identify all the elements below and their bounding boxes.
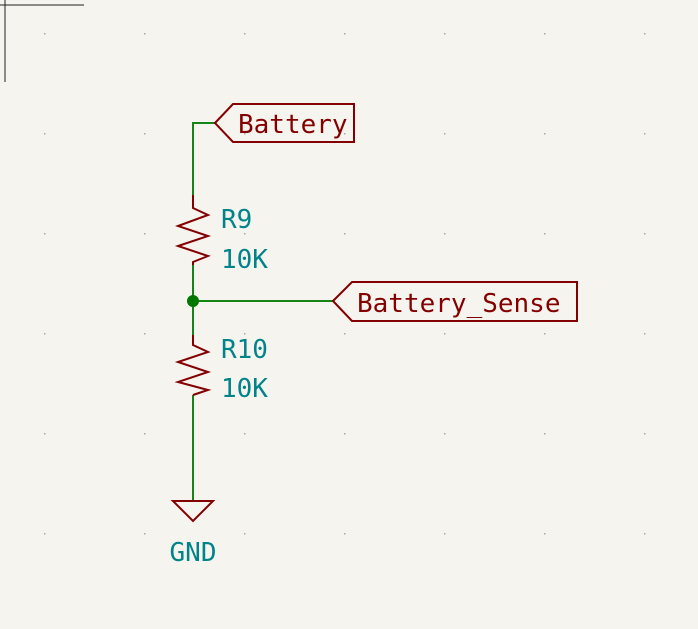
grid-dot [44,233,46,235]
grid-dot [144,33,146,35]
battery-label-outline [213,103,355,143]
gnd-symbol[interactable]: GND [170,500,217,568]
grid-dot [444,233,446,235]
grid-dot [44,33,46,35]
grid-dot [444,133,446,135]
grid-dot [244,333,246,335]
grid-dot [344,533,346,535]
sheet-border-corner [0,0,84,82]
r9-reference: R9 [221,205,252,235]
grid-dot [144,333,146,335]
grid-dot [544,533,546,535]
grid-dot [644,533,646,535]
resistor-r10[interactable]: R10 10K [174,335,268,404]
gnd-label: GND [170,538,217,568]
grid-dot [444,433,446,435]
grid-dot [644,433,646,435]
resistor-r9[interactable]: R9 10K [174,195,268,275]
junction-dot[interactable] [187,295,199,307]
grid-dot [44,333,46,335]
grid-dot [44,533,46,535]
r10-reference: R10 [221,335,268,365]
grid-dot [644,33,646,35]
battery-sense-label-outline [331,281,578,322]
grid-dot [544,433,546,435]
grid-dot [144,133,146,135]
grid-dot [544,233,546,235]
grid-dot [544,133,546,135]
grid-dot [444,33,446,35]
grid-dot [644,233,646,235]
grid-dot [644,333,646,335]
grid-dot [244,533,246,535]
gnd-triangle [170,500,216,523]
battery-sense-label[interactable]: Battery_Sense [331,281,578,322]
battery-label-text: Battery [238,110,348,140]
r9-value: 10K [221,245,268,275]
grid-dots [44,33,646,535]
grid-dot [144,433,146,435]
grid-dot [244,233,246,235]
grid-dot [144,233,146,235]
r10-value: 10K [221,374,268,404]
battery-sense-label-text: Battery_Sense [357,289,561,319]
wire-battery-to-r9[interactable] [192,122,215,195]
battery-label[interactable]: Battery [213,103,355,143]
grid-dot [244,33,246,35]
resistor-r10-symbol [174,335,212,396]
grid-dot [444,333,446,335]
grid-dot [344,433,346,435]
grid-dot [44,133,46,135]
resistor-r9-symbol [174,195,212,265]
grid-dot [44,433,46,435]
grid-dot [244,133,246,135]
grid-dot [544,333,546,335]
grid-dot [344,333,346,335]
grid-dot [444,533,446,535]
grid-dot [544,33,546,35]
grid-dot [244,433,246,435]
grid-dot [144,533,146,535]
grid-dot [344,233,346,235]
grid-dot [344,33,346,35]
grid-dot [344,133,346,135]
grid-dot [644,133,646,135]
